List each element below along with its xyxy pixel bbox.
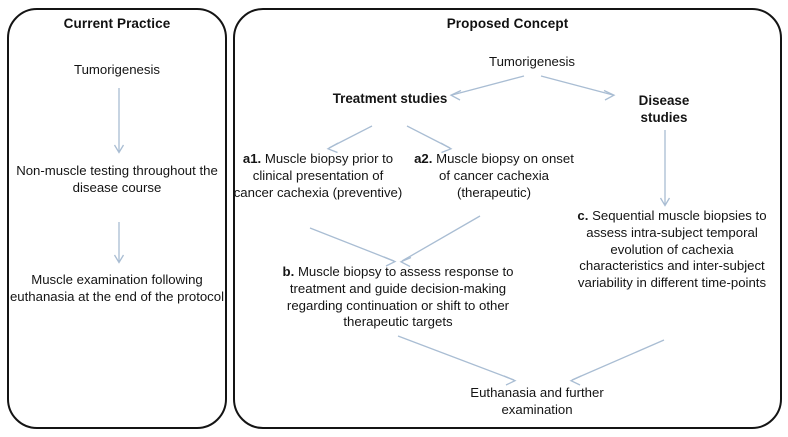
node-a2: a2. Muscle biopsy on onset of cancer cac… (414, 151, 574, 201)
node-b-label: b. (282, 264, 295, 279)
node-euthanasia: Euthanasia and further examination (470, 385, 604, 417)
node-c: c. Sequential muscle biopsies to assess … (572, 208, 772, 292)
node-a2-text: Muscle biopsy on onset of cancer cachexi… (432, 151, 574, 200)
node-treatment-studies: Treatment studies (332, 91, 448, 106)
panel-proposed-concept (233, 8, 782, 429)
node-current-muscle-examination: Muscle examination following euthanasia … (9, 272, 225, 304)
node-b: b. Muscle biopsy to assess response to t… (272, 264, 524, 331)
panel-title-proposed-concept: Proposed Concept (446, 16, 569, 31)
node-current-tumorigenesis: Tumorigenesis (74, 62, 160, 77)
node-proposed-tumorigenesis: Tumorigenesis (489, 54, 575, 69)
node-a1-label: a1. (242, 151, 262, 166)
node-a1-text: Muscle biopsy prior to clinical presenta… (233, 151, 403, 200)
node-b-text: Muscle biopsy to assess response to trea… (286, 264, 514, 330)
panel-title-current-practice: Current Practice (63, 16, 171, 31)
node-c-label: c. (577, 208, 589, 223)
node-disease-studies: Disease studies (638, 93, 690, 126)
node-c-text: Sequential muscle biopsies to assess int… (577, 208, 767, 291)
node-a2-label: a2. (414, 151, 433, 166)
node-current-non-muscle-testing: Non-muscle testing throughout the diseas… (16, 163, 218, 195)
panel-current-practice (7, 8, 227, 429)
node-a1: a1. Muscle biopsy prior to clinical pres… (232, 151, 404, 201)
